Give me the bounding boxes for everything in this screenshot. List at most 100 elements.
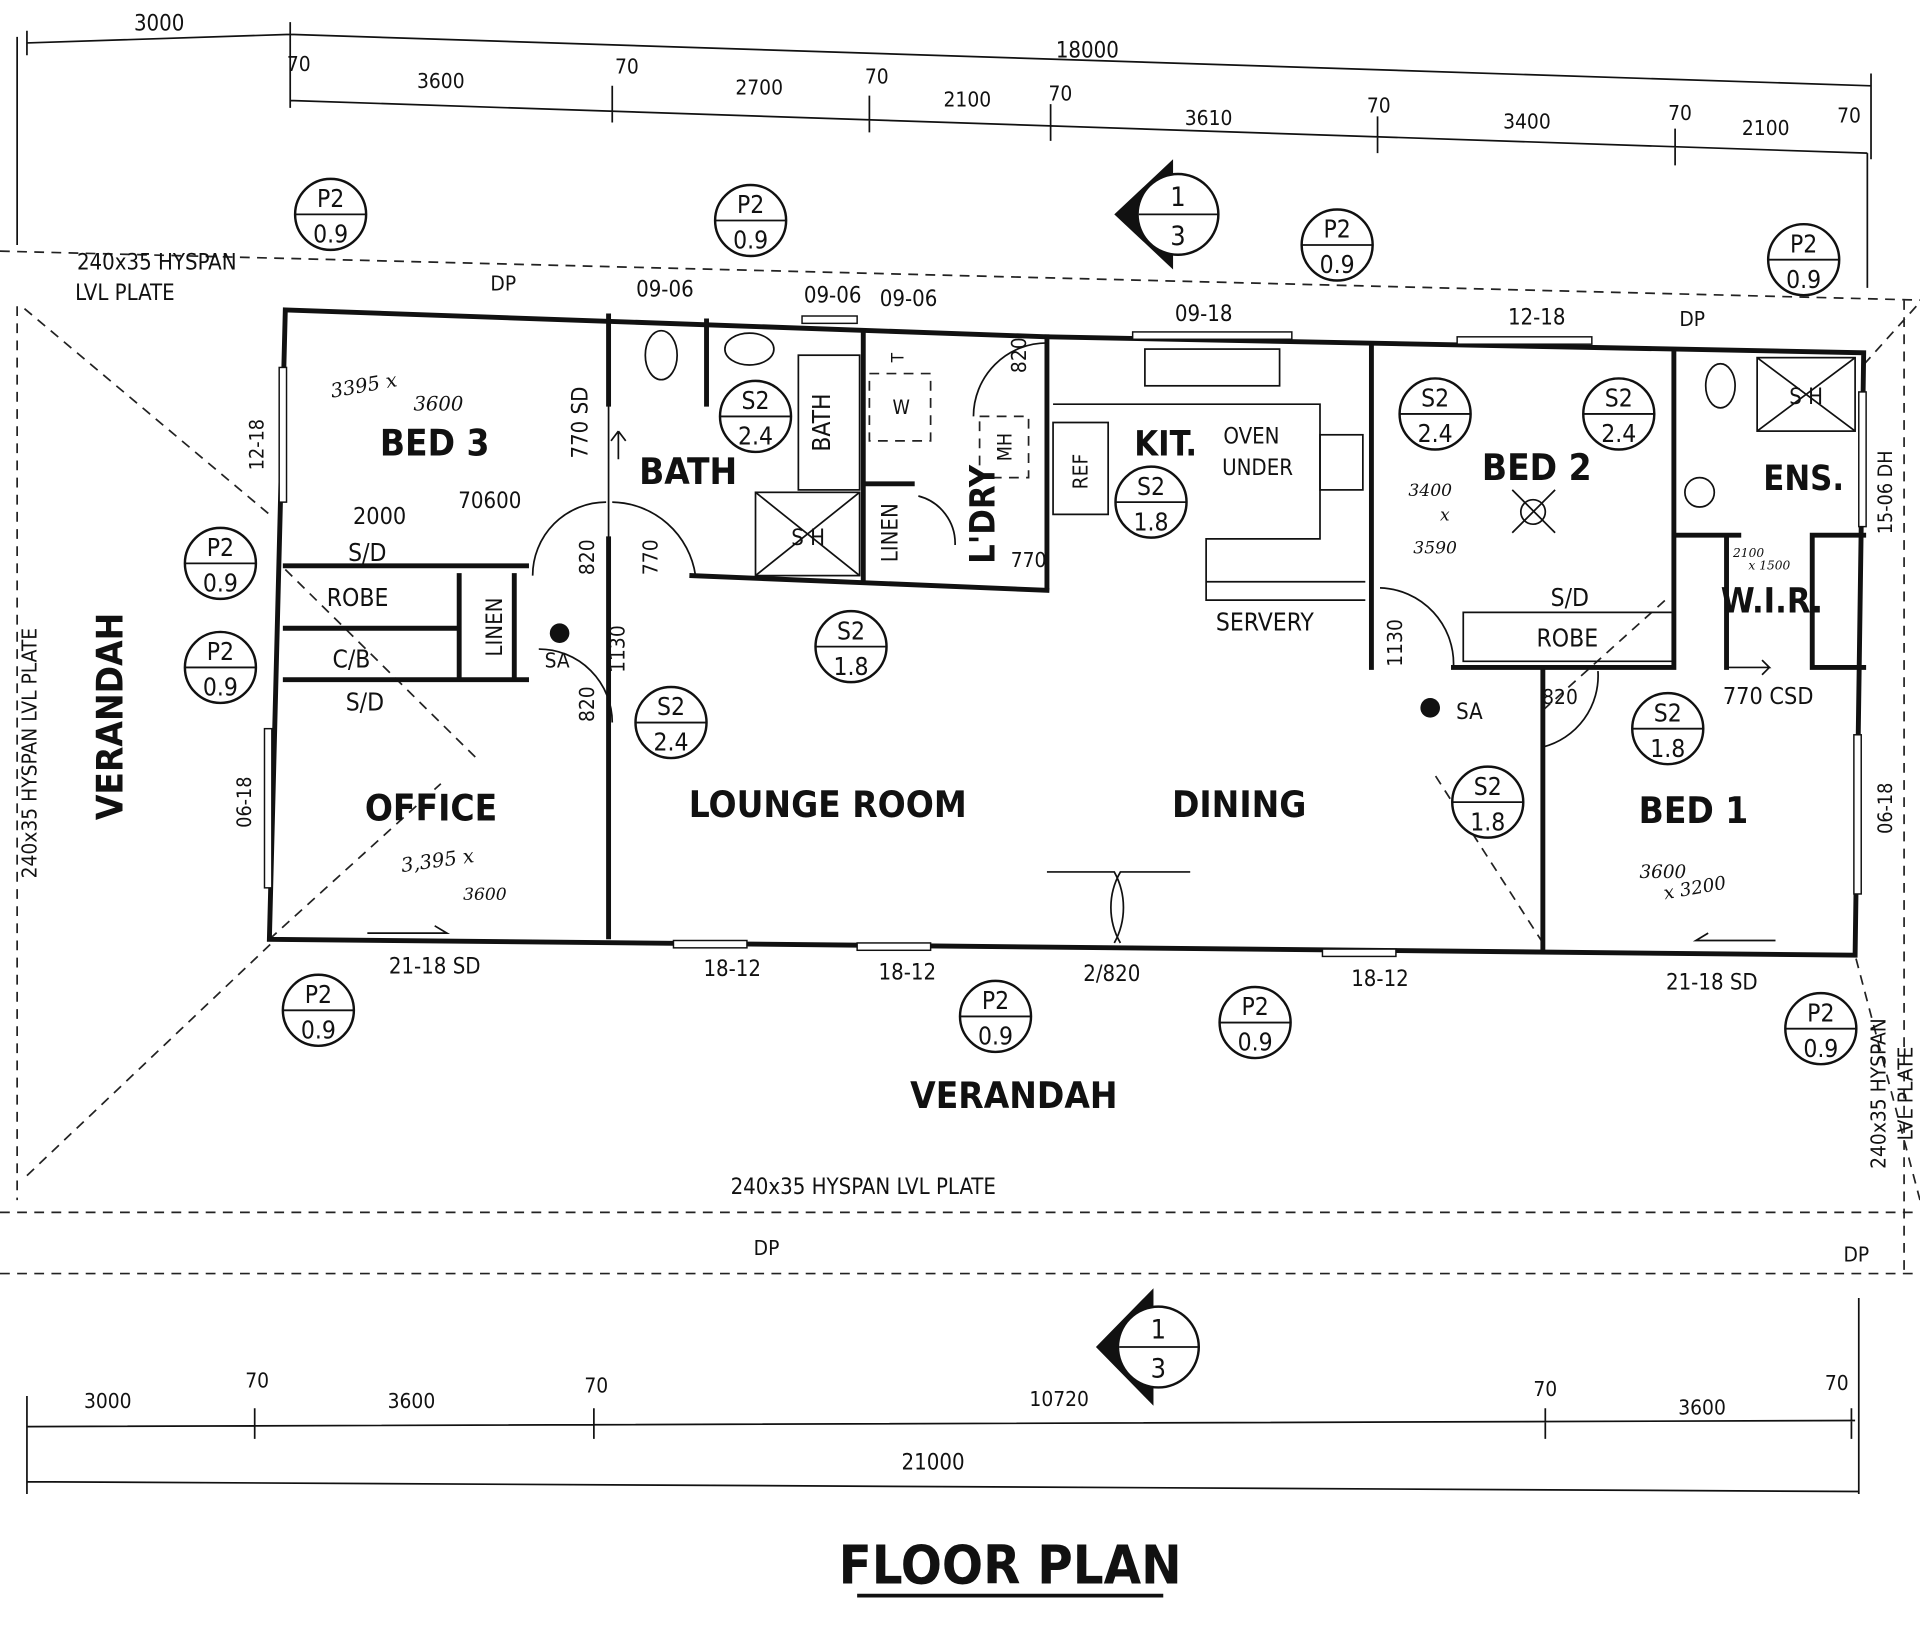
plan-label: SA [545,648,570,672]
s2-marker-value: 2.4 [654,728,689,757]
s2-marker-type: S2 [1421,384,1449,413]
dimension-label: 70 [245,1368,269,1392]
dimension-label: 70 [1825,1371,1849,1395]
plan-label: 15-06 DH [1874,451,1897,535]
s2-marker-value: 2.4 [1418,419,1453,448]
dimension-label: 70 [1049,82,1073,106]
plan-label: LINEN [483,597,508,656]
p2-marker-value: 0.9 [301,1015,336,1044]
dimension-label: 70 [865,64,889,88]
plan-label: 240x35 HYSPAN LVL PLATE [731,1175,996,1200]
p2-marker: P20.9 [713,183,788,258]
s2-marker: S22.4 [1582,377,1656,451]
dimension-label: 70 [584,1373,608,1397]
door-width-label: 820 [575,686,599,722]
room-label-bed3: BED 3 [380,422,490,465]
plan-label: T [889,352,909,363]
plan-label: SA [1456,700,1483,725]
s2-marker: S22.4 [1398,377,1472,451]
s2-marker: S22.4 [718,379,793,454]
dimension-label: 3600 [388,1389,436,1413]
section-marker-sheet: 3 [1151,1354,1166,1385]
p2-marker-type: P2 [1241,992,1268,1021]
p2-marker: P20.9 [281,973,356,1048]
plan-label: 240x35 HYSPAN LVL PLATE [18,628,42,878]
plan-label: REF [1068,454,1092,490]
p2-marker-type: P2 [1790,229,1817,258]
dimension-label: 2700 [735,75,783,99]
downpipe-label: DP [490,271,516,295]
plan-label: S/D [1551,583,1589,612]
dimension-label: 3400 [1503,110,1551,134]
dimension-label: 3600 [1678,1395,1726,1419]
window-code: 09-06 [636,277,694,302]
p2-marker: P20.9 [1300,208,1374,282]
s2-marker-type: S2 [1605,384,1633,413]
p2-marker-type: P2 [737,190,764,219]
door-width-label: 1130 [605,625,629,673]
plan-label: 240x35 HYSPAN [77,250,237,275]
plan-label: UNDER [1222,456,1293,481]
window-code: 21-18 SD [389,955,481,980]
p2-marker-value: 0.9 [1238,1028,1273,1057]
section-marker-sheet: 3 [1170,221,1185,252]
room-label-bed1: BED 1 [1639,789,1749,832]
plan-label: LVL PLATE [1894,1047,1918,1141]
plan-label: ROBE [327,583,389,612]
dimension-label: 2100 [944,88,992,112]
dimension-label: 70 [1837,104,1861,128]
p2-marker-value: 0.9 [313,220,348,249]
p2-marker: P20.9 [183,526,258,601]
window-code: 18-12 [1351,967,1409,992]
plan-label: 3600 [1639,862,1686,883]
s2-marker-value: 1.8 [834,652,869,681]
bathtub-label: BATH [807,393,836,451]
window-code: 09-06 [880,287,938,312]
plan-label: LVL PLATE [75,281,174,306]
dimension-label: 3600 [417,69,465,93]
s2-marker: S21.8 [1114,465,1188,539]
s2-marker: S21.8 [1451,765,1525,839]
s2-marker-type: S2 [1654,698,1682,727]
window-code: 12-18 [1508,306,1566,331]
dimension-label: 70 [1668,101,1692,125]
plan-label: S H [1789,385,1823,410]
p2-marker: P20.9 [1784,991,1858,1066]
p2-marker-type: P2 [1324,215,1351,244]
window-code: 18-12 [703,957,761,982]
s2-marker-value: 1.8 [1650,734,1685,763]
downpipe-label: DP [754,1236,780,1260]
plan-label: 3,395 x [400,844,476,877]
p2-marker-type: P2 [1807,998,1834,1027]
p2-marker: P20.9 [1766,222,1841,297]
room-label-office: OFFICE [365,787,497,830]
window-code: 09-18 [1175,302,1233,327]
p2-marker-value: 0.9 [1320,250,1355,279]
room-label-laundry: L'DRY [963,464,1003,564]
dimension-label: 70 [615,55,639,79]
plan-label: 3400 [1408,481,1452,501]
p2-marker-type: P2 [982,986,1009,1015]
plan-label: 770 SD [569,387,594,459]
s2-marker-type: S2 [742,386,770,415]
p2-marker: P20.9 [293,177,368,252]
plan-label: C/B [332,644,370,673]
dimension-label: 70 [1367,94,1391,118]
plan-label: 70600 [458,489,521,514]
plan-label: 06-18 [233,777,256,828]
plan-label: S H [791,526,825,551]
plan-label: OVEN [1223,424,1279,449]
plan-label: ROBE [1537,624,1599,653]
plan-label: 21000 [902,1450,965,1475]
s2-marker-value: 2.4 [1601,419,1636,448]
plan-label: 12-18 [245,419,268,470]
plan-label: 3395 x [329,368,399,402]
s2-marker-type: S2 [837,616,865,645]
plan-label: x 1500 [1748,558,1790,572]
dimension-label: 3610 [1185,106,1233,130]
door-width-label: 770 [1011,548,1047,572]
plan-label: x [1440,505,1450,525]
plan-label: 3600 [413,392,463,415]
room-label-kitchen: KIT. [1134,425,1197,465]
